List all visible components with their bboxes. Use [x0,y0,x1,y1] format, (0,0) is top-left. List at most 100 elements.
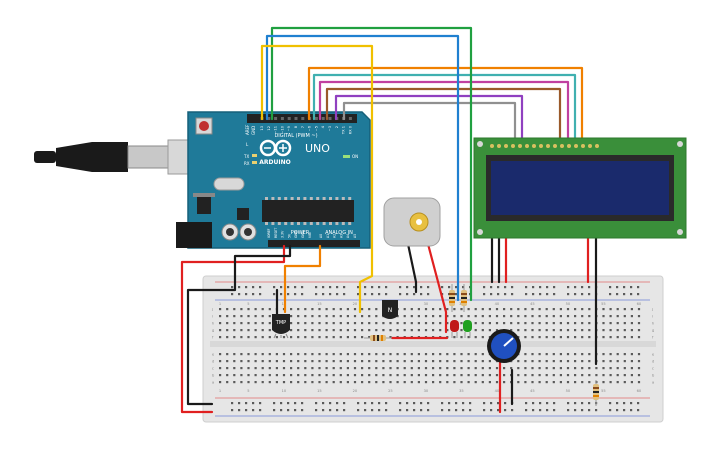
wire-orange-a0[interactable] [283,244,322,314]
digital-pin-hole[interactable] [274,117,278,120]
analog-pin-label: A0 [319,234,323,238]
breadboard-col-number: 30 [424,302,429,306]
wire-red-motor[interactable] [426,242,448,334]
resistor-led-2[interactable] [461,284,467,312]
breadboard-col-number: 30 [424,389,429,393]
lcd-display[interactable] [473,137,687,239]
wire-grey-lcd[interactable] [342,101,517,144]
breadboard-col-number: 50 [566,302,571,306]
breadboard-col-number: 45 [530,302,535,306]
breadboard-row-letter: e [652,353,655,357]
digital-pin-hole[interactable] [287,117,291,120]
arduino-model: UNO [305,142,330,155]
lcd-pin[interactable] [497,144,501,148]
resistor-base[interactable] [364,335,392,341]
wire-teal-lcd[interactable] [312,73,577,144]
breadboard-row-letter: j [651,308,653,312]
lcd-pin[interactable] [567,144,571,148]
digital-pin-label: RX 0 [348,125,352,134]
wire-brown-lcd[interactable] [325,87,562,144]
digital-pin-hole[interactable] [280,117,284,120]
breadboard-row-letter: j [211,308,213,312]
voltage-regulator [197,196,211,214]
atmega-chip [262,200,354,222]
digital-pin-hole[interactable] [314,117,318,120]
potentiometer[interactable] [487,329,521,363]
lcd-pin[interactable] [525,144,529,148]
analog-pin-label: A3 [339,234,343,238]
digital-pin-label: 8 [294,125,298,128]
lcd-pin[interactable] [532,144,536,148]
wire-blue-led[interactable] [265,34,460,302]
breadboard-row-letter: i [652,315,653,319]
resistor-led-1[interactable] [449,284,455,312]
lcd-pin[interactable] [504,144,508,148]
digital-pin-label: 7 [301,126,305,128]
digital-pin-label: ~3 [328,126,332,131]
digital-pin-label: ~5 [314,126,318,131]
wire-black-motor[interactable] [406,242,418,294]
power-pin-label: IOREF [267,228,271,238]
breadboard-col-number: 55 [601,389,606,393]
wire-black-gnd[interactable] [186,244,292,406]
lcd-pin[interactable] [581,144,585,148]
tmp-label: TMP [275,320,286,326]
breadboard-col-number: 5 [247,302,249,306]
breadboard-col-number: 60 [637,389,642,393]
power-jack[interactable] [176,222,212,248]
breadboard-col-number: 60 [637,302,642,306]
rx-led-label: RX [244,161,250,166]
breadboard-col-number: 50 [566,389,571,393]
npn-transistor[interactable]: N [382,300,398,319]
breadboard-col-number: 15 [317,389,322,393]
digital-pin-hole[interactable] [301,117,305,120]
digital-pin-label: ~11 [274,126,278,134]
digital-pin-hole[interactable] [321,117,325,120]
potentiometer-knob-indicator [503,337,514,347]
digital-label: DIGITAL (PWM ~) [274,133,317,139]
lcd-pin[interactable] [518,144,522,148]
wire-purple-lcd[interactable] [334,94,524,144]
digital-pin-hole[interactable] [328,117,332,120]
red-led[interactable] [450,320,459,338]
on-led [343,155,350,158]
wire-yellow-transistor[interactable] [260,44,374,314]
analog-label: ANALOG IN [325,230,353,236]
l-led-label: L [246,142,249,147]
dc-motor[interactable] [383,197,441,247]
green-led[interactable] [463,320,472,338]
breadboard-col-number: 15 [317,302,322,306]
lcd-pin[interactable] [553,144,557,148]
tx-led-label: TX [243,154,249,159]
lcd-pin[interactable] [574,144,578,148]
wire-orange-lcd[interactable] [307,66,584,144]
lcd-pin[interactable] [560,144,564,148]
usb-cable[interactable] [34,139,199,175]
digital-pin-label: 12 [267,126,271,131]
lcd-pin[interactable] [539,144,543,148]
digital-pin-hole[interactable] [294,117,298,120]
tx-led [252,154,257,157]
lcd-pin[interactable] [588,144,592,148]
power-pin-label: 3.3V [281,230,285,238]
breadboard-col-number: 1 [219,302,221,306]
power-pin-label: 5V [287,233,291,238]
power-pin-label: VIN [308,232,312,238]
analog-pin-label: A4 [346,234,350,238]
lcd-pin[interactable] [490,144,494,148]
digital-pin-hole[interactable] [348,117,352,120]
lcd-screen [491,161,669,215]
breadboard-col-number: 35 [459,389,464,393]
lcd-pin[interactable] [511,144,515,148]
lcd-pin[interactable] [595,144,599,148]
resistor-lcd[interactable] [593,380,599,406]
temperature-sensor[interactable]: TMP [272,314,290,339]
arduino-brand: ARDUINO [259,159,290,166]
wire-magenta-lcd[interactable] [318,80,570,144]
breadboard-col-number: 45 [530,389,535,393]
breadboard[interactable]: 1155101015152020252530303535404045455050… [202,275,664,423]
wire-green-led[interactable] [270,26,473,302]
lcd-pin[interactable] [546,144,550,148]
digital-pin-hole[interactable] [267,117,271,120]
